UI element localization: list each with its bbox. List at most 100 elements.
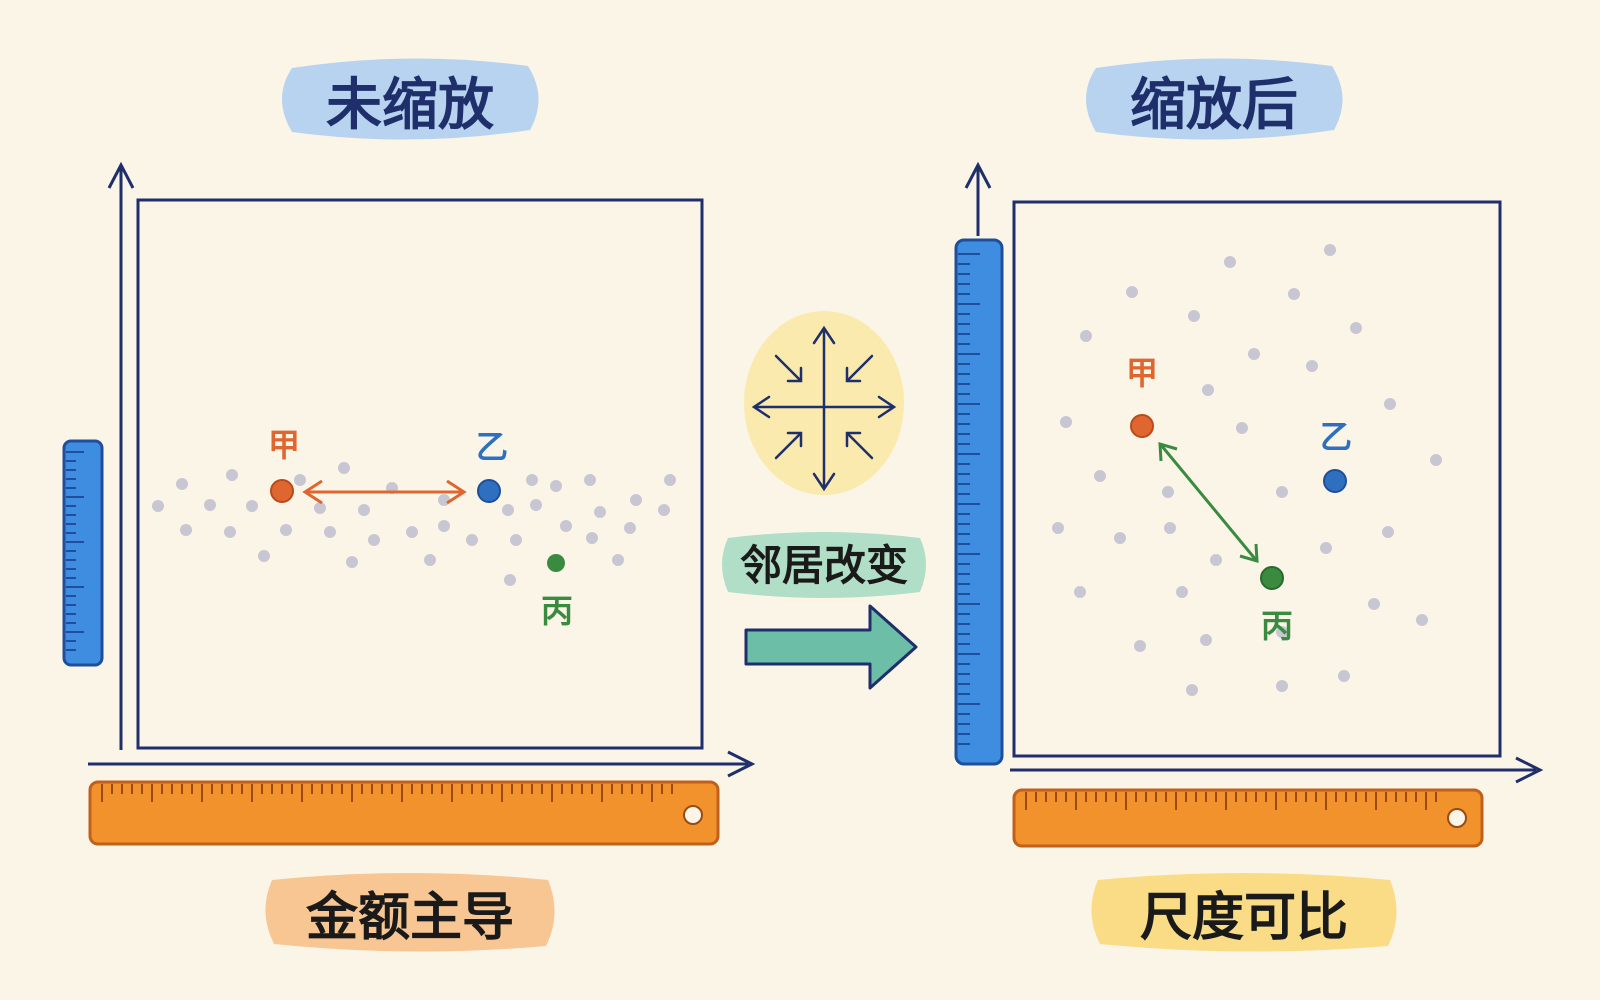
- background-point: [1188, 310, 1200, 322]
- background-point: [258, 550, 270, 562]
- background-point: [594, 506, 606, 518]
- right-point-bing: [1260, 566, 1284, 590]
- right-title: 缩放后: [1130, 73, 1298, 138]
- background-point: [1186, 684, 1198, 696]
- left-panel: 未缩放 甲 乙 丙: [62, 58, 756, 952]
- right-horizontal-ruler: [1012, 788, 1484, 848]
- background-point: [280, 524, 292, 536]
- background-point: [358, 504, 370, 516]
- background-point: [1126, 286, 1138, 298]
- right-label-bing: 丙: [1261, 607, 1293, 645]
- background-point: [368, 534, 380, 546]
- left-plot-frame: [136, 198, 704, 750]
- right-panel: 缩放后 甲 乙 丙 尺度可比: [954, 58, 1544, 952]
- background-point: [1430, 454, 1442, 466]
- middle-section: 邻居改变: [722, 311, 926, 690]
- background-point: [1306, 360, 1318, 372]
- left-ruler-hole: [683, 805, 703, 825]
- background-point: [630, 494, 642, 506]
- left-distance-arrow: [302, 479, 467, 505]
- background-point: [584, 474, 596, 486]
- background-point: [1074, 586, 1086, 598]
- right-vertical-ruler: [954, 238, 1004, 766]
- background-point: [246, 500, 258, 512]
- background-point: [226, 469, 238, 481]
- background-point: [1200, 634, 1212, 646]
- background-point: [324, 526, 336, 538]
- left-caption: 金额主导: [305, 888, 514, 948]
- background-point: [1060, 416, 1072, 428]
- left-label-bing: 丙: [541, 592, 573, 630]
- background-point: [294, 474, 306, 486]
- right-caption: 尺度可比: [1140, 888, 1348, 948]
- background-point: [1324, 244, 1336, 256]
- background-point: [504, 574, 516, 586]
- background-point: [346, 556, 358, 568]
- background-point: [664, 474, 676, 486]
- left-point-jia: [270, 479, 294, 503]
- background-point: [204, 499, 216, 511]
- left-y-arrowhead: [107, 161, 135, 189]
- background-point: [526, 474, 538, 486]
- left-title: 未缩放: [326, 73, 494, 138]
- background-point: [1382, 526, 1394, 538]
- right-y-arrowhead: [964, 161, 992, 189]
- right-caption-badge: [1091, 873, 1397, 952]
- background-point: [502, 504, 514, 516]
- background-point: [624, 522, 636, 534]
- background-point: [1288, 288, 1300, 300]
- right-ruler-hole: [1447, 808, 1467, 828]
- expand-contract-arrows-icon: [751, 325, 897, 492]
- background-point: [1248, 348, 1260, 360]
- right-title-badge: [1086, 58, 1343, 140]
- background-point: [1094, 470, 1106, 482]
- background-point: [1114, 532, 1126, 544]
- right-label-jia: 甲: [1126, 354, 1158, 392]
- background-point: [424, 554, 436, 566]
- background-point: [530, 499, 542, 511]
- background-point: [586, 532, 598, 544]
- background-point: [180, 524, 192, 536]
- right-point-jia: [1130, 414, 1154, 438]
- background-point: [1276, 680, 1288, 692]
- background-point: [1368, 598, 1380, 610]
- left-vertical-ruler: [62, 439, 104, 667]
- left-horizontal-ruler: [88, 780, 720, 846]
- background-point: [1224, 256, 1236, 268]
- background-point: [1164, 522, 1176, 534]
- background-point: [1384, 398, 1396, 410]
- left-background-points: [152, 462, 676, 586]
- background-point: [1134, 640, 1146, 652]
- background-point: [224, 526, 236, 538]
- right-label-yi: 乙: [1320, 418, 1352, 456]
- background-point: [560, 520, 572, 532]
- background-point: [658, 504, 670, 516]
- background-point: [338, 462, 350, 474]
- background-point: [438, 520, 450, 532]
- right-distance-arrow: [1158, 441, 1259, 564]
- left-title-badge: [282, 58, 539, 140]
- left-label-yi: 乙: [476, 428, 508, 466]
- background-point: [550, 480, 562, 492]
- right-plot-frame: [1012, 200, 1502, 758]
- background-point: [1276, 626, 1288, 638]
- middle-label-badge: [722, 532, 926, 598]
- background-point: [1176, 586, 1188, 598]
- background-point: [314, 502, 326, 514]
- middle-label: 邻居改变: [740, 541, 908, 590]
- background-point: [152, 500, 164, 512]
- left-point-bing: [547, 554, 565, 572]
- background-point: [1416, 614, 1428, 626]
- background-point: [1202, 384, 1214, 396]
- background-point: [1338, 670, 1350, 682]
- left-point-yi: [477, 479, 501, 503]
- background-point: [612, 554, 624, 566]
- background-point: [1052, 522, 1064, 534]
- left-label-jia: 甲: [268, 426, 300, 464]
- background-point: [1210, 554, 1222, 566]
- left-x-arrowhead: [727, 750, 756, 778]
- right-arrow-icon: [744, 604, 918, 690]
- background-point: [1320, 542, 1332, 554]
- background-point: [510, 534, 522, 546]
